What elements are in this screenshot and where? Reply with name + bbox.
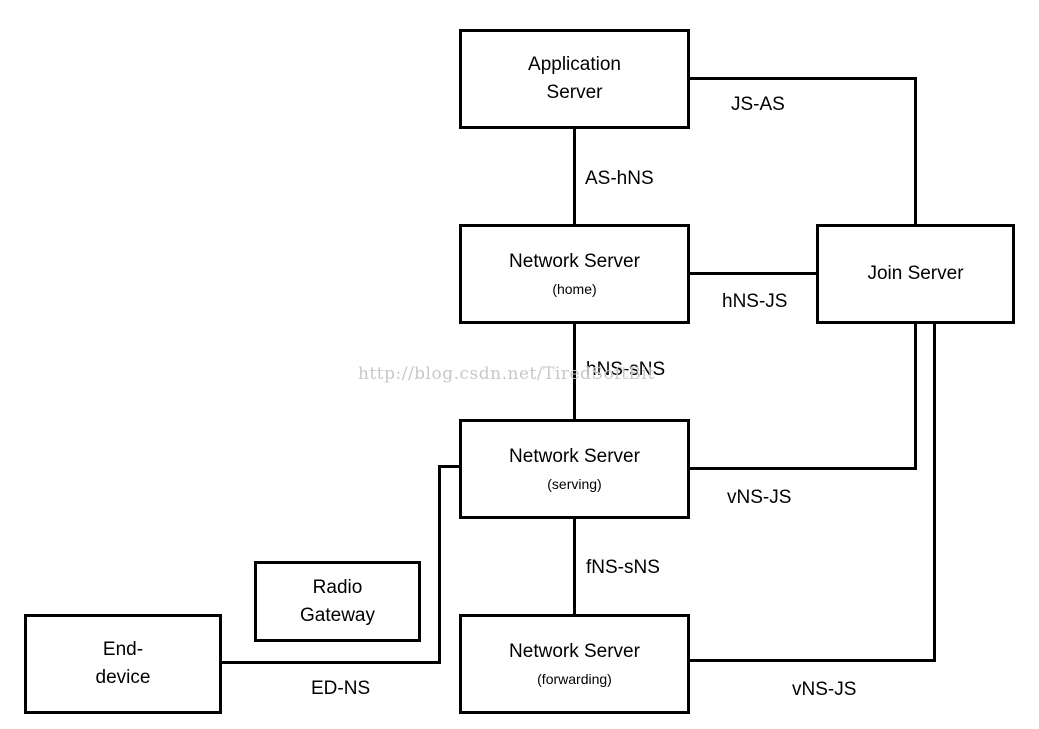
network-server-home-subtitle: (home) [552, 281, 597, 297]
edge-label-hns-js: hNS-JS [722, 291, 788, 312]
watermark-url: http://blog.csdn.net/TiredSoftBit [358, 364, 655, 384]
edge-label-vns-js-forwarding: vNS-JS [792, 679, 857, 700]
application-server-line2: Server [546, 82, 603, 103]
join-server-box: Join Server [816, 224, 1015, 324]
connector-fns-sns [573, 517, 576, 615]
edge-label-fns-sns: fNS-sNS [586, 557, 660, 578]
network-server-serving-subtitle: (serving) [547, 476, 602, 492]
application-server-box: Application Server [459, 29, 690, 129]
end-device-line2: device [95, 667, 151, 688]
network-server-forwarding-title: Network Server [509, 641, 640, 662]
connector-vns-js-serving-horizontal [687, 467, 917, 470]
connector-ed-ns-horizontal [220, 661, 441, 664]
network-server-home-box: Network Server (home) [459, 224, 690, 324]
connector-ed-ns-top [438, 465, 460, 468]
network-server-home-title: Network Server [509, 251, 640, 272]
connector-js-as-horizontal [687, 77, 917, 80]
edge-label-vns-js-serving: vNS-JS [727, 487, 792, 508]
network-server-forwarding-box: Network Server (forwarding) [459, 614, 690, 714]
connector-hns-js [687, 272, 818, 275]
connector-vns-js-forwarding-horizontal [687, 659, 936, 662]
join-server-title: Join Server [867, 263, 964, 284]
edge-label-js-as: JS-AS [731, 94, 785, 115]
end-device-line1: End- [102, 639, 144, 660]
edge-label-hns-sns: hNS-sNS [586, 359, 666, 380]
network-server-serving-title: Network Server [509, 446, 640, 467]
network-server-serving-box: Network Server (serving) [459, 419, 690, 519]
connector-hns-sns [573, 322, 576, 420]
radio-gateway-line1: Radio [312, 576, 363, 598]
connector-vns-js-forwarding-vertical [933, 322, 936, 662]
connector-as-hns [573, 127, 576, 225]
connector-ed-ns-vertical [438, 465, 441, 664]
application-server-line1: Application [528, 54, 621, 75]
radio-gateway-line2: Gateway [300, 604, 375, 626]
connector-js-as-vertical [914, 77, 917, 225]
connector-vns-js-serving-vertical [914, 322, 917, 470]
edge-label-ed-ns: ED-NS [311, 678, 371, 699]
radio-gateway-box: Radio Gateway [254, 561, 421, 642]
edge-label-as-hns: AS-hNS [585, 168, 654, 189]
end-device-box: End- device [24, 614, 222, 714]
network-server-forwarding-subtitle: (forwarding) [537, 671, 612, 687]
